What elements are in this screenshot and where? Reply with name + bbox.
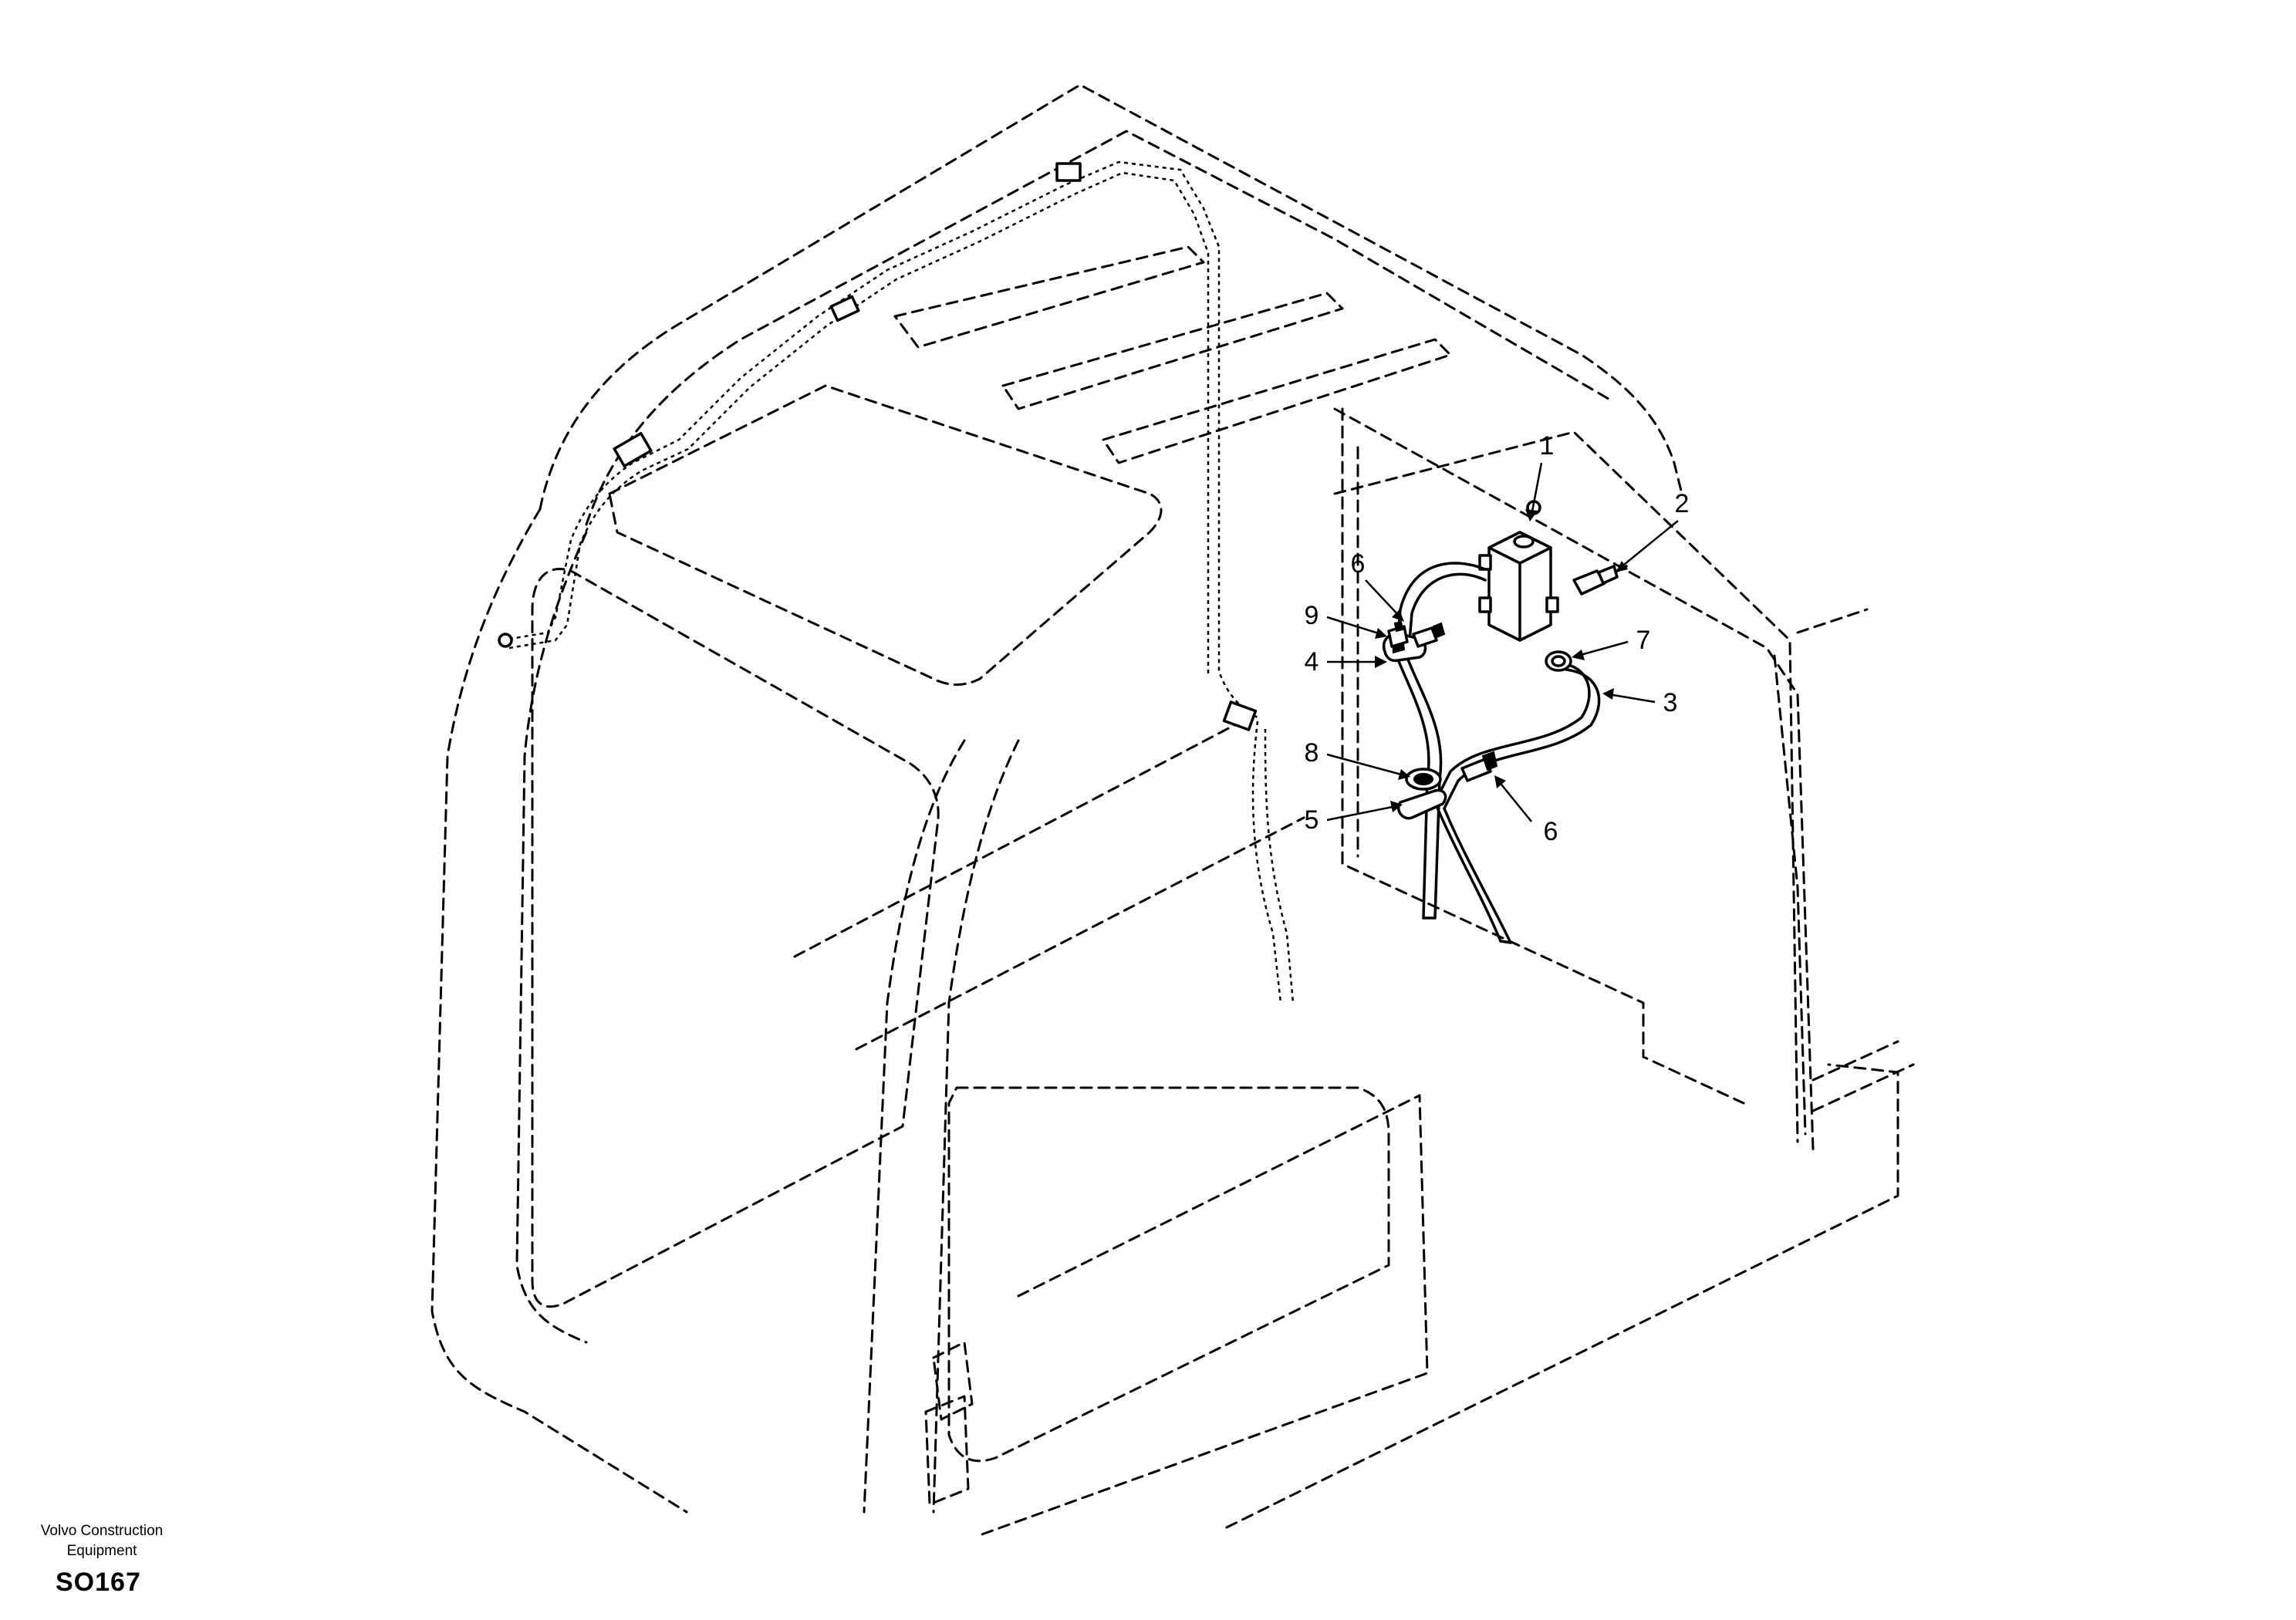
roof-harness [498, 160, 1295, 1004]
callout-9: 9 [1305, 601, 1319, 630]
drawing-code: SO167 [56, 1568, 141, 1597]
valve-block [1478, 500, 1559, 642]
manufacturer-line-2: Equipment [66, 1543, 137, 1559]
leader-lines [1326, 462, 1679, 822]
callout-2: 2 [1675, 489, 1690, 518]
callout-4: 4 [1305, 647, 1319, 677]
callout-3: 3 [1663, 688, 1678, 717]
callout-7: 7 [1636, 626, 1651, 655]
clamp-8-and-5 [1396, 751, 1498, 820]
callout-6-upper: 6 [1351, 549, 1366, 579]
manufacturer-caption: Volvo Construction Equipment [17, 1521, 187, 1561]
manufacturer-line-1: Volvo Construction [40, 1523, 164, 1539]
callout-8: 8 [1305, 738, 1319, 768]
fitting-7 [1545, 650, 1572, 672]
callout-labels: 1 2 3 4 5 6 6 7 8 9 [1305, 431, 1690, 846]
callout-5: 5 [1305, 805, 1319, 835]
callout-6-lower: 6 [1544, 817, 1558, 846]
callout-1: 1 [1540, 431, 1555, 461]
cab-outline [430, 83, 1915, 1537]
clamp-4-and-screw-9 [1383, 620, 1446, 663]
